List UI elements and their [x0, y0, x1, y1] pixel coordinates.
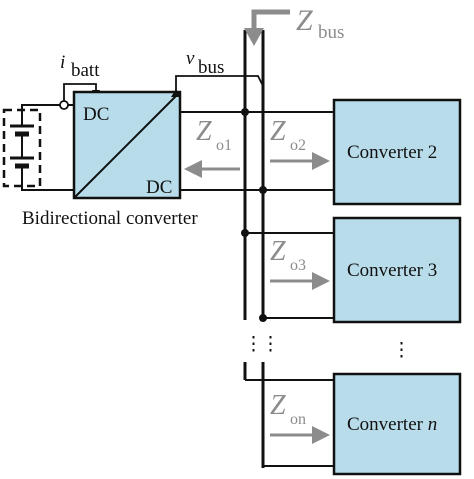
dc-bus — [243, 30, 265, 468]
dc-top-label: DC — [83, 104, 109, 125]
v-bus-subscript: bus — [198, 57, 224, 78]
z-bus-subscript: bus — [318, 22, 344, 43]
i-batt-symbol: i — [60, 52, 65, 73]
z-bus-arrow: Z bus — [244, 4, 344, 46]
converter-3: Converter 3 Z o3 — [241, 216, 462, 324]
z-on-subscript: on — [290, 411, 306, 428]
v-bus-symbol: v — [186, 48, 195, 69]
z-o1-symbol: Z — [196, 116, 212, 147]
z-on-symbol: Z — [270, 390, 286, 421]
bus-ellipsis-right: ⋮ — [261, 334, 280, 355]
battery-wires — [21, 104, 74, 191]
z-o1-subscript: o1 — [216, 137, 232, 154]
v-bus-sensor: v bus — [171, 48, 264, 97]
converter-ellipsis: ⋮ — [392, 340, 411, 361]
z-o3-symbol: Z — [270, 236, 286, 267]
bus-ellipsis-left: ⋮ — [244, 334, 263, 355]
converter-2: Converter 2 Z o2 — [245, 98, 462, 206]
converter-2-label: Converter 2 — [347, 142, 437, 163]
z-o1-arrow: Z o1 — [184, 116, 240, 178]
bidi-bus-connection — [180, 111, 263, 191]
diagonal-split-icon — [73, 91, 181, 199]
z-o2-symbol: Z — [270, 116, 286, 147]
bidirectional-caption: Bidirectional converter — [22, 208, 198, 229]
converter-3-label: Converter 3 — [347, 260, 437, 281]
z-bus-symbol: Z — [296, 4, 313, 37]
battery-icon — [2, 108, 42, 188]
dc-bottom-label: DC — [146, 177, 172, 198]
bidirectional-converter: DC DC Bidirectional converter — [22, 90, 198, 229]
z-o2-subscript: o2 — [290, 137, 306, 154]
z-o3-subscript: o3 — [290, 257, 306, 274]
converter-n-label: Converter n — [347, 414, 437, 435]
i-batt-subscript: batt — [71, 60, 100, 81]
converter-n: Converter n Z on — [245, 372, 462, 476]
